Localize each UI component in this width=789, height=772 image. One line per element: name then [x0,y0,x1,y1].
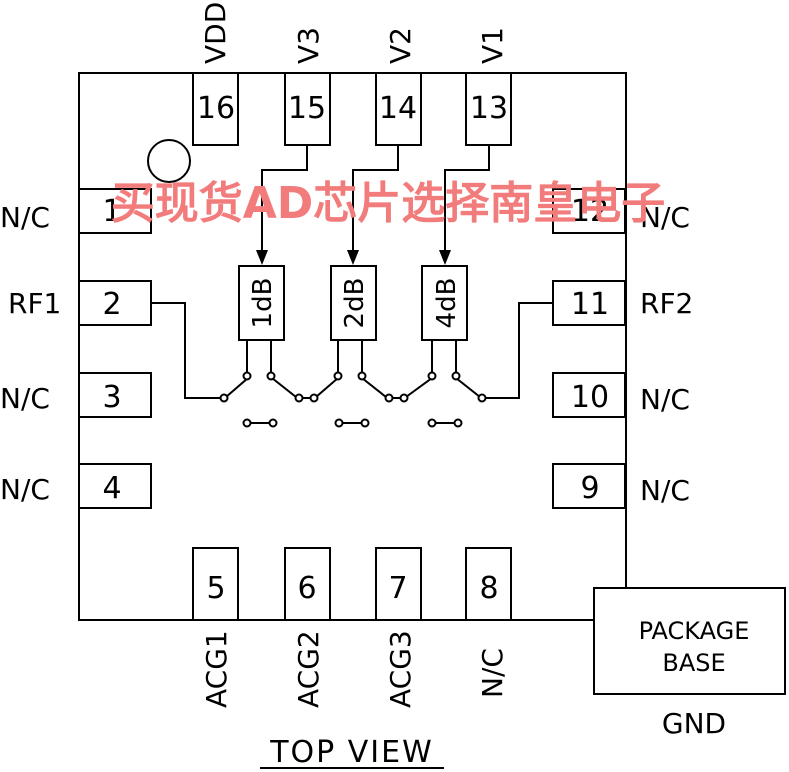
pin1-indicator [147,139,191,183]
pin-4-label: N/C [0,473,50,506]
pin-9: 9 [552,463,626,509]
pin-3: 3 [78,372,152,418]
pin-14: 14 [375,72,422,146]
pin-2: 2 [78,280,152,326]
package-base-line2: BASE [662,649,725,677]
attenuator-4db-label: 4dB [432,278,462,329]
pin-9-number: 9 [580,471,599,506]
package-base-line1: PACKAGE [639,617,750,645]
pin-6-label: ACG2 [292,630,325,708]
view-label: TOP VIEW [269,735,434,770]
pin-6-number: 6 [297,571,316,606]
pin-7: 7 [375,547,422,621]
pin-7-label: ACG3 [384,630,417,708]
pin-1-label: N/C [0,201,50,234]
pin-11-label: RF2 [640,287,693,320]
pin-4: 4 [78,463,152,509]
pin-4-number: 4 [102,471,121,506]
pin-14-label: V2 [384,27,417,64]
pin-5: 5 [192,547,239,621]
package-outline [78,72,627,621]
pin-12-number: 12 [571,194,609,229]
pin-2-number: 2 [102,287,121,322]
pin-11-number: 11 [571,287,609,322]
switch-contacts [219,371,487,428]
pin-7-number: 7 [388,571,407,606]
pin-1: 1 [78,188,152,234]
pin-16-label: VDD [199,2,232,64]
pin-13: 13 [465,72,512,146]
pin-14-number: 14 [379,91,417,126]
pin-10-label: N/C [640,383,690,416]
pin-3-number: 3 [102,380,121,415]
attenuator-2db-label: 2dB [340,278,370,329]
pin-13-number: 13 [470,91,508,126]
pin-10: 10 [552,372,626,418]
pin-13-label: V1 [476,27,509,64]
pin-10-number: 10 [571,380,609,415]
pin-12: 12 [552,188,626,234]
pin-1-number: 1 [102,194,121,229]
attenuator-1db-label: 1dB [248,278,278,329]
pin-15-label: V3 [292,27,325,64]
attenuator-2db: 2dB [330,265,377,341]
control-arrowheads [256,250,451,265]
pin-16: 16 [192,72,239,146]
pin-9-label: N/C [640,474,690,507]
pin-8-label: N/C [476,648,509,698]
pin-12-label: N/C [640,201,690,234]
control-lines [261,145,490,252]
pin-5-number: 5 [206,571,225,606]
pin-8: 8 [465,547,512,621]
pin-2-label: RF1 [8,287,61,320]
pin-8-number: 8 [479,571,498,606]
pin-15-number: 15 [288,91,326,126]
pin-11: 11 [552,280,626,326]
pin-5-label: ACG1 [200,630,233,708]
gnd-label: GND [662,707,726,740]
pin-6: 6 [284,547,331,621]
rf-signal-path [151,302,553,424]
pin-16-number: 16 [197,91,235,126]
watermark-text: 买现货AD芯片选择南皇电子 [111,178,666,229]
attenuator-1db: 1dB [238,265,285,341]
pin-3-label: N/C [0,382,50,415]
attenuator-4db: 4dB [421,265,468,341]
pin-15: 15 [284,72,331,146]
package-base: PACKAGE BASE [593,587,786,695]
